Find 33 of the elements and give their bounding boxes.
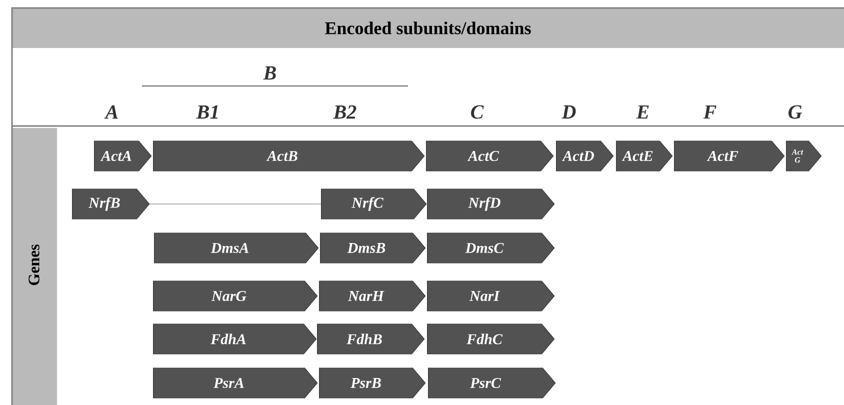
gene-block: DmsA	[154, 232, 319, 264]
gene-block: FdhB	[317, 324, 425, 354]
column-header: B2	[333, 105, 356, 119]
gene-block: PsrC	[428, 368, 556, 398]
gene-block: FdhC	[427, 324, 555, 354]
column-header: F	[703, 105, 716, 119]
table-heading: Encoded subunits/domains	[325, 22, 531, 34]
gene-block: FdhA	[153, 324, 317, 354]
gene-block: NarH	[319, 280, 426, 312]
gene-block: ActB	[153, 140, 425, 172]
column-header: G	[788, 105, 802, 119]
gene-block: ActC	[426, 140, 554, 172]
gene-block: NrfD	[427, 188, 555, 220]
column-header: E	[636, 105, 649, 119]
gene-block: ActF	[674, 140, 785, 172]
gene-block: DmsC	[427, 232, 555, 264]
gene-block: ActD	[556, 140, 614, 172]
gene-block: NrfC	[321, 188, 427, 220]
column-header: D	[562, 105, 576, 119]
gene-block: NrfB	[72, 188, 150, 220]
gene-block: ActA	[94, 140, 152, 172]
column-header: C	[471, 105, 484, 119]
gene-block: PsrB	[319, 368, 426, 398]
gene-block: ActE	[616, 140, 673, 172]
gene-block: Act G	[786, 140, 822, 172]
row-header: Genes	[28, 244, 40, 286]
column-header: B1	[196, 105, 218, 119]
gene-block: NarI	[427, 280, 555, 312]
column-header: A	[104, 105, 118, 119]
gene-block: DmsB	[320, 232, 426, 264]
gene-block: PsrA	[153, 368, 318, 398]
gene-block: NarG	[153, 280, 318, 312]
column-header: B	[263, 66, 276, 80]
